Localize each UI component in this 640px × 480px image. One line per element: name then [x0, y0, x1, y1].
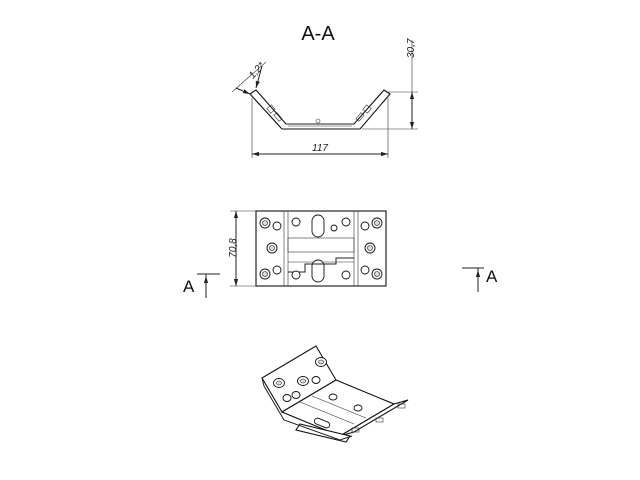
section-title: A-A [301, 23, 335, 45]
plan-view [230, 210, 387, 287]
isometric-view [261, 345, 409, 443]
depth-dimension: 70,8 [228, 238, 239, 258]
section-view [231, 40, 418, 158]
section-mark-left-label: A [183, 277, 195, 296]
section-marker-left [197, 273, 220, 298]
section-mark-right-label: A [486, 267, 498, 286]
section-marker-right [462, 267, 484, 292]
width-dimension: 117 [312, 143, 328, 154]
height-dimension: 30,7 [406, 38, 417, 58]
